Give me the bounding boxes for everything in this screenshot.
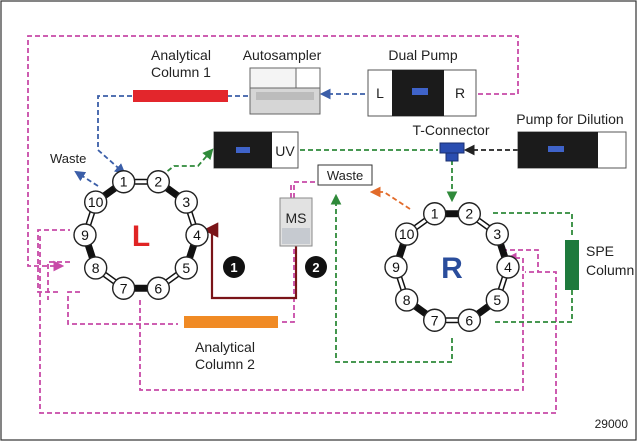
- valve-left: 1 2 3 4 5 6 7 8 9 10L: [73, 170, 209, 300]
- blue-line-col1-valve: [97, 95, 132, 175]
- doc-number: 29000: [595, 417, 629, 431]
- left-valve-port-10: [83, 190, 108, 214]
- analytical-column-1: [133, 90, 228, 102]
- left-valve-port-9: [73, 223, 97, 247]
- pump-for-dilution: Pump for Dilution: [516, 111, 627, 169]
- left-valve-port-label: 8: [92, 260, 100, 276]
- analytical-column-2-label-line1: Analytical: [195, 339, 255, 355]
- uv-label: UV: [275, 143, 295, 159]
- right-valve-port-label: 1: [431, 206, 439, 222]
- green-line-r10-spe: [493, 212, 573, 238]
- magenta-line-col2-ms: [282, 181, 318, 323]
- autosampler: Autosampler: [243, 47, 322, 115]
- marker-2: 2: [305, 256, 327, 278]
- left-valve-port-2: [146, 170, 171, 194]
- magenta-line-5: [67, 291, 178, 325]
- left-valve-port-label: 7: [120, 280, 128, 296]
- spe-label-line1: SPE: [586, 243, 614, 259]
- t-connector-label: T-Connector: [412, 122, 489, 138]
- left-valve-port-label: 2: [154, 174, 162, 190]
- tubing: [27, 35, 573, 414]
- waste-center-label: Waste: [327, 168, 363, 183]
- right-valve-port-label: 8: [403, 292, 411, 308]
- analytical-column-2: [184, 316, 278, 328]
- spe-label-line2: Column: [586, 262, 634, 278]
- right-valve-port-9: [384, 255, 408, 279]
- dual-pump-right-label: R: [455, 85, 465, 101]
- marker-2-label: 2: [312, 260, 319, 275]
- ms-detector: MS: [279, 197, 313, 247]
- left-valve-port-label: 5: [182, 260, 190, 276]
- uv-detector: UV: [213, 131, 299, 169]
- blue-line-waste-left: [74, 170, 99, 187]
- waste-center-box: [317, 164, 373, 186]
- left-valve-port-label: 1: [120, 174, 128, 190]
- spe-column: [565, 240, 579, 290]
- right-valve-port-5: [485, 288, 510, 312]
- left-valve-port-8: [83, 256, 108, 280]
- right-valve-port-3: [485, 222, 510, 246]
- right-valve-port-1: [422, 202, 447, 226]
- right-valve-port-label: 5: [493, 292, 501, 308]
- left-valve-port-1: [111, 170, 136, 194]
- left-valve-port-4: [185, 223, 209, 247]
- marker-1-label: 1: [230, 260, 237, 275]
- magenta-line-6-bottom: [139, 252, 524, 391]
- analytical-column-1-label-line2: Column 1: [151, 64, 211, 80]
- green-line-spe-r7: [495, 290, 573, 323]
- magenta-line-outer-bottom: [39, 236, 557, 414]
- left-valve-port-5: [174, 256, 199, 280]
- left-valve-port-label: 4: [193, 227, 201, 243]
- pump-for-dilution-label: Pump for Dilution: [516, 111, 623, 127]
- magenta-line-r9: [502, 249, 539, 272]
- ms-label: MS: [286, 210, 307, 226]
- dual-pump: Dual Pump L R: [367, 47, 477, 117]
- autosampler-label: Autosampler: [243, 47, 322, 63]
- green-line-r6-waste: [330, 193, 453, 363]
- analytical-column-1-label-line1: Analytical: [151, 47, 211, 63]
- right-valve-port-label: 6: [465, 312, 473, 328]
- valve-right: 1 2 3 4 5 6 7 8 9 10R: [384, 202, 520, 332]
- magenta-line-top: [27, 35, 519, 272]
- t-connector: T-Connector: [412, 122, 490, 162]
- right-valve-port-10: [394, 222, 419, 246]
- right-valve-port-label: 3: [493, 226, 501, 242]
- left-valve-port-label: 3: [182, 194, 190, 210]
- left-valve-port-3: [174, 190, 199, 214]
- right-valve-port-6: [457, 308, 482, 332]
- waste-left-label: Waste: [50, 151, 86, 166]
- left-valve-port-label: 9: [81, 227, 89, 243]
- left-valve-letter: L: [132, 220, 150, 253]
- right-valve-port-8: [394, 288, 419, 312]
- right-valve-port-4: [496, 255, 520, 279]
- left-valve-port-label: 10: [88, 194, 104, 210]
- analytical-column-2-label-line2: Column 2: [195, 356, 255, 372]
- marker-1: 1: [223, 256, 245, 278]
- right-valve-port-label: 7: [431, 312, 439, 328]
- right-valve-letter: R: [441, 252, 463, 285]
- right-valve-port-label: 10: [399, 226, 415, 242]
- orange-line-r2-waste: [369, 186, 411, 210]
- left-valve-port-6: [146, 276, 171, 300]
- right-valve-port-2: [457, 202, 482, 226]
- dual-pump-left-label: L: [376, 85, 384, 101]
- right-valve-port-label: 9: [392, 259, 400, 275]
- right-valve-port-label: 2: [465, 206, 473, 222]
- left-valve-port-7: [111, 276, 136, 300]
- dark-red-line-ms-l9: [202, 222, 298, 300]
- right-valve-port-label: 4: [504, 259, 512, 275]
- dual-pump-label: Dual Pump: [388, 47, 457, 63]
- right-valve-port-7: [422, 308, 447, 332]
- left-valve-port-label: 6: [154, 280, 162, 296]
